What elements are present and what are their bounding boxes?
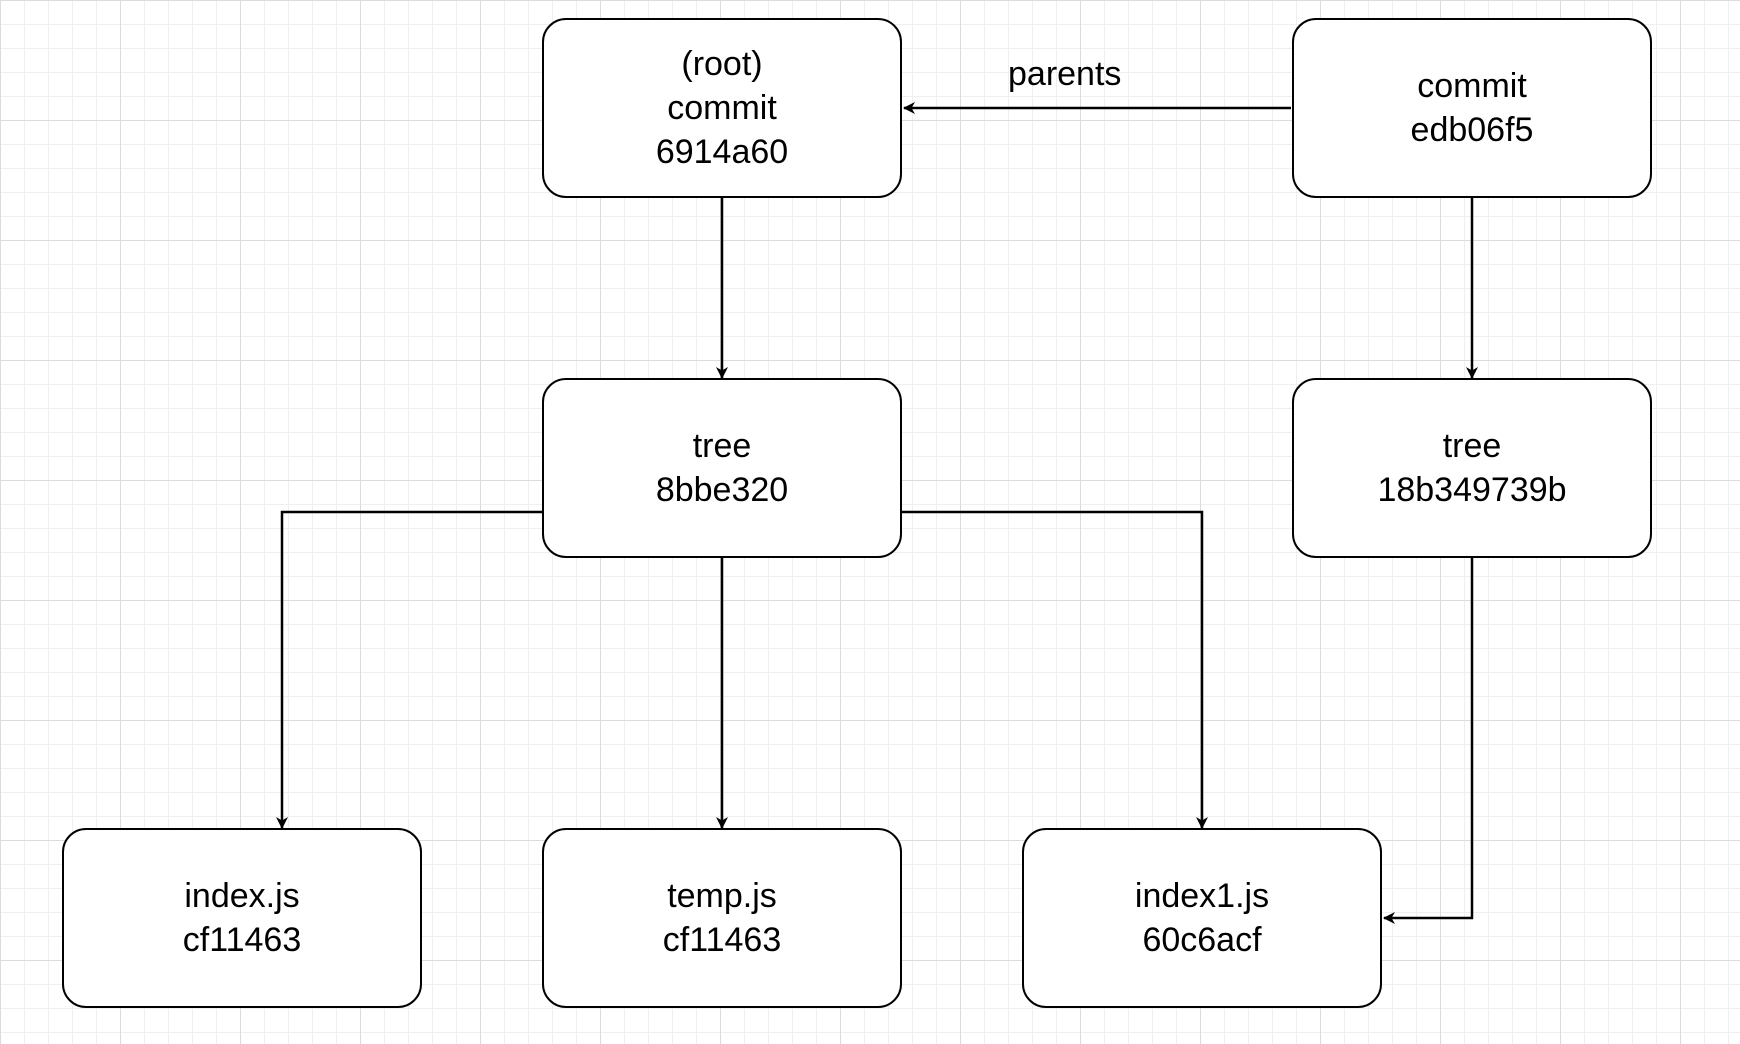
node-index1-js[interactable]: index1.js 60c6acf xyxy=(1022,828,1382,1008)
node-tree-18b349739b-line2: 18b349739b xyxy=(1377,471,1567,509)
node-index1-js-line1: index1.js xyxy=(1134,877,1270,915)
node-temp-js[interactable]: temp.js cf11463 xyxy=(542,828,902,1008)
node-root-commit-line3: 6914a60 xyxy=(655,133,789,171)
node-commit-line2: edb06f5 xyxy=(1410,111,1534,149)
node-tree-8bbe320-line2: 8bbe320 xyxy=(655,471,789,509)
node-tree-8bbe320[interactable]: tree 8bbe320 xyxy=(542,378,902,558)
node-tree-18b349739b[interactable]: tree 18b349739b xyxy=(1292,378,1652,558)
parents-label: parents xyxy=(1008,55,1122,93)
node-index-js-line1: index.js xyxy=(184,877,300,915)
node-commit-edb06f5[interactable]: commit edb06f5 xyxy=(1292,18,1652,198)
node-index-js[interactable]: index.js cf11463 xyxy=(62,828,422,1008)
node-index-js-line2: cf11463 xyxy=(182,921,302,959)
node-tree-8bbe320-line1: tree xyxy=(692,427,752,465)
node-index1-js-line2: 60c6acf xyxy=(1142,921,1262,959)
node-commit-line1: commit xyxy=(1417,67,1527,105)
node-temp-js-line2: cf11463 xyxy=(662,921,782,959)
edge-tree2-to-index1-js xyxy=(1383,558,1474,924)
edge-tree-to-index-js xyxy=(276,510,542,829)
node-tree-18b349739b-line1: tree xyxy=(1442,427,1502,465)
node-root-commit-line1: (root) xyxy=(681,45,763,83)
node-root-commit-line2: commit xyxy=(667,89,777,127)
node-root-commit[interactable]: (root) commit 6914a60 xyxy=(542,18,902,198)
node-temp-js-line1: temp.js xyxy=(667,877,777,915)
edge-tree-to-index1-js xyxy=(902,510,1208,829)
